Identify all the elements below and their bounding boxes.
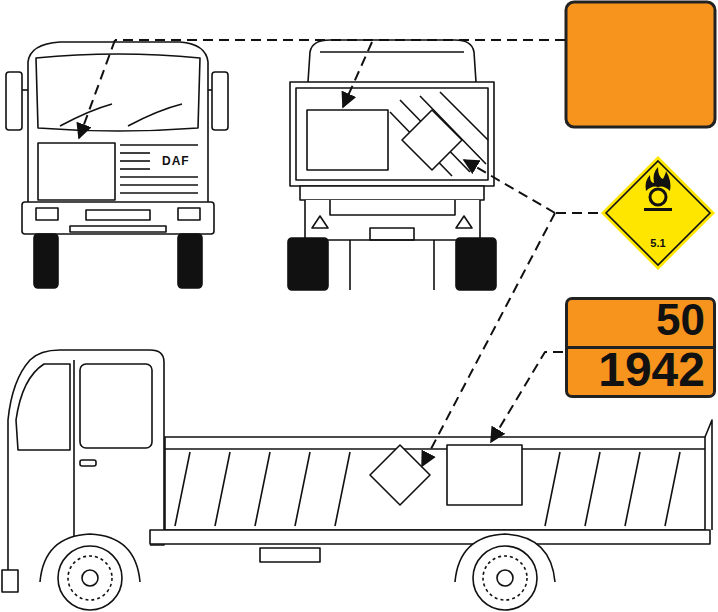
hazard-number: 50 bbox=[656, 296, 705, 344]
blank-orange-plate bbox=[566, 2, 715, 127]
diamond-outline bbox=[600, 155, 716, 271]
hazard-diamond: 5.1 bbox=[600, 155, 716, 271]
brand-logo: DAF bbox=[160, 154, 192, 168]
un-number: 1942 bbox=[598, 344, 705, 397]
rear-view-truck bbox=[288, 40, 496, 290]
leader-lines bbox=[79, 40, 598, 466]
class-number: 5.1 bbox=[600, 237, 716, 249]
orange-plate: 501942 bbox=[565, 297, 716, 398]
front-view-truck bbox=[6, 42, 228, 288]
